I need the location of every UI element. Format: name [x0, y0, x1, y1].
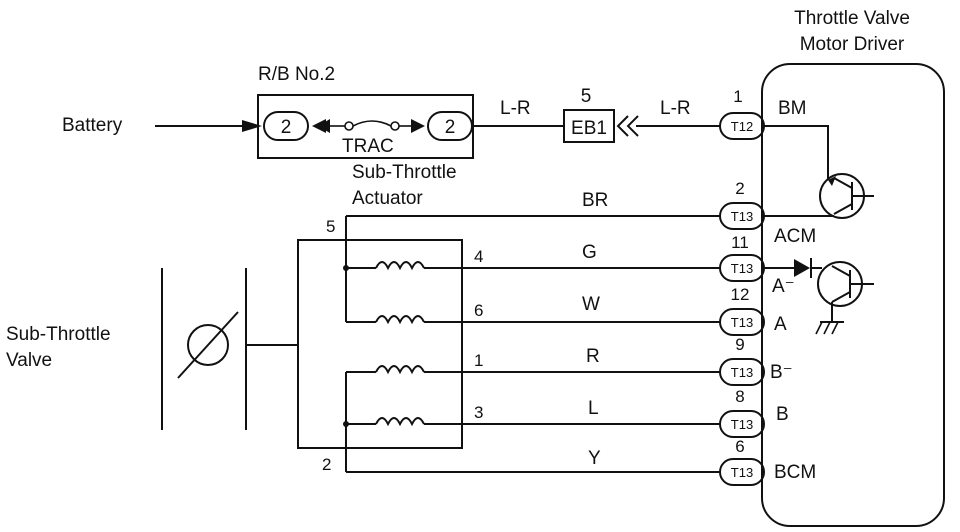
wire-color-l: L — [588, 398, 599, 419]
svg-text:BCM: BCM — [774, 462, 816, 483]
diode-transistor-icon — [764, 258, 874, 322]
svg-text:T13: T13 — [731, 261, 753, 276]
coil-network — [343, 216, 462, 472]
svg-text:T13: T13 — [731, 365, 753, 380]
eb1-label: EB1 — [571, 118, 607, 139]
driver-pin-b: 8 T13 B — [719, 387, 789, 438]
valve-label-line1: Sub-Throttle — [6, 324, 111, 345]
harness-wires — [346, 215, 720, 473]
svg-text:T13: T13 — [731, 209, 753, 224]
svg-text:A: A — [774, 314, 787, 335]
svg-text:B⁻: B⁻ — [770, 362, 793, 383]
wire-color-r: R — [586, 346, 600, 367]
wire-color-y: Y — [588, 448, 601, 469]
driver-title-line2: Motor Driver — [800, 34, 905, 55]
svg-text:BM: BM — [778, 98, 807, 119]
wire-color-w: W — [582, 294, 600, 315]
wire-color-lr-2: L-R — [660, 98, 691, 119]
transistor-bm-icon — [764, 125, 874, 219]
svg-text:T13: T13 — [731, 315, 753, 330]
driver-pin-bm: 1 T12 BM — [719, 87, 807, 140]
actuator-pin-2: 2 — [322, 455, 331, 474]
svg-text:6: 6 — [735, 437, 744, 456]
svg-text:9: 9 — [735, 335, 744, 354]
wire-color-lr-1: L-R — [500, 98, 531, 119]
actuator-pin-1: 1 — [474, 351, 483, 370]
svg-text:T12: T12 — [731, 119, 753, 134]
driver-pin-a: 12 T13 A — [719, 285, 787, 336]
actuator-label-line2: Actuator — [352, 188, 423, 209]
valve-label-line2: Valve — [6, 350, 52, 371]
actuator-pin-6: 6 — [474, 301, 483, 320]
svg-text:ACM: ACM — [774, 226, 816, 247]
svg-text:11: 11 — [731, 233, 749, 252]
svg-text:A⁻: A⁻ — [772, 276, 795, 297]
actuator-label-line1: Sub-Throttle — [352, 162, 457, 183]
trac-fuse-label: TRAC — [342, 136, 394, 157]
svg-text:2: 2 — [281, 117, 292, 138]
svg-text:T13: T13 — [731, 465, 753, 480]
eb1-pin-number: 5 — [581, 86, 592, 107]
connector-arrow-icon — [616, 115, 639, 137]
svg-text:B: B — [776, 404, 789, 425]
arrow-icon — [242, 120, 262, 132]
svg-text:8: 8 — [735, 387, 744, 406]
throttle-valve-symbol — [161, 268, 298, 430]
relay-pin-out: 2 — [427, 111, 473, 141]
svg-text:1: 1 — [733, 87, 742, 106]
wire-color-g: G — [582, 242, 597, 263]
wire-color-br: BR — [582, 190, 608, 211]
actuator-pin-5: 5 — [326, 217, 335, 236]
battery-label: Battery — [62, 115, 123, 136]
svg-text:2: 2 — [735, 179, 744, 198]
driver-pin-b-minus: 9 T13 B⁻ — [719, 335, 793, 386]
motor-driver-box — [761, 63, 945, 527]
relay-box-label: R/B No.2 — [258, 64, 335, 85]
actuator-pin-4: 4 — [474, 247, 483, 266]
relay-pin-in: 2 — [263, 111, 309, 141]
svg-text:12: 12 — [731, 285, 750, 304]
driver-pin-bcm: 6 T13 BCM — [719, 437, 816, 486]
ground-icon — [815, 321, 844, 335]
driver-title-line1: Throttle Valve — [794, 8, 910, 29]
svg-text:2: 2 — [445, 117, 456, 138]
svg-text:T13: T13 — [731, 417, 753, 432]
eb1-connector — [563, 109, 615, 143]
trac-fuse — [312, 119, 425, 133]
actuator-pin-3: 3 — [474, 403, 483, 422]
actuator-housing — [297, 239, 463, 449]
